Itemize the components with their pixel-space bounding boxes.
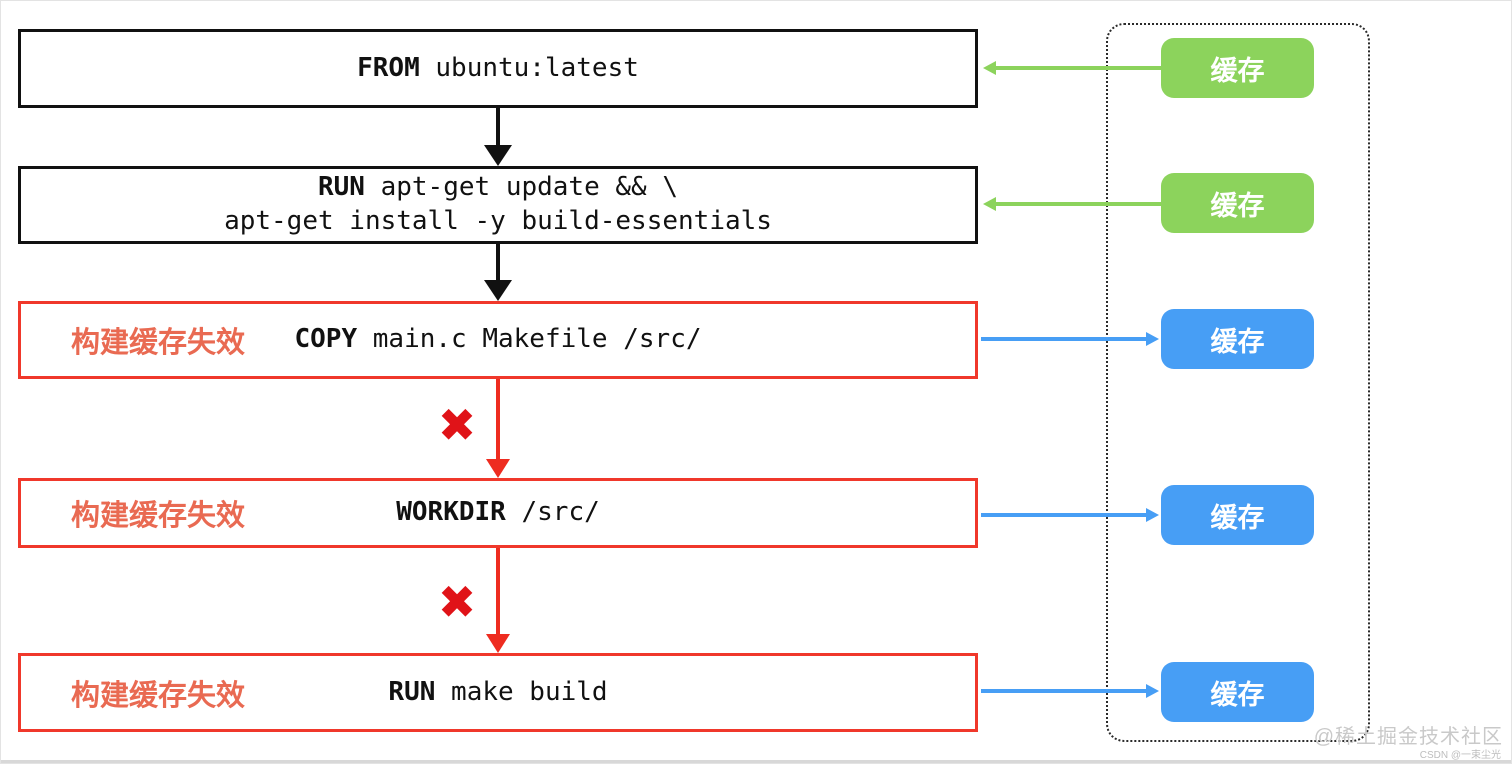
step-from: FROM ubuntu:latest [18,29,978,108]
cache-invalid-label: 构建缓存失效 [71,327,246,359]
arrow-head [486,459,510,478]
instruction-args: ubuntu:latest [419,52,639,83]
watermark-juejin: @稀土掘金技术社区 [1313,726,1503,748]
instruction-args: apt-get update && \ [364,172,679,203]
arrow-shaft [981,337,1148,341]
flow-arrow-down-invalid-icon [483,548,513,653]
cache-badge: 缓存 [1161,662,1314,722]
arrow-shaft [496,244,500,287]
bottom-edge-divider [1,760,1511,763]
cache-badge: 缓存 [1161,38,1314,98]
arrow-head [484,145,512,166]
instruction-keyword: WORKDIR [396,497,506,528]
cache-hit-arrow-left-icon [983,196,1161,212]
arrow-head [983,197,996,211]
cache-invalidated-x-icon: ✖ [437,398,477,452]
arrow-shaft [981,513,1148,517]
arrow-shaft [496,548,500,639]
instruction-args: /src/ [505,497,600,528]
arrow-head [1146,508,1159,522]
instruction-keyword: COPY [294,324,358,355]
instruction-text: RUN apt-get update && \ apt-get install … [224,171,772,239]
instruction-keyword: RUN [388,676,436,707]
cache-badge: 缓存 [1161,173,1314,233]
cache-invalid-label: 构建缓存失效 [71,679,246,712]
arrow-shaft [994,66,1161,70]
arrow-head [1146,684,1159,698]
cache-write-arrow-right-icon [981,331,1159,347]
step-run-make: 构建缓存失效 RUN make build [18,653,978,732]
instruction-keyword: FROM [357,52,420,83]
flow-arrow-down-invalid-icon [483,379,513,478]
cache-hit-arrow-left-icon [983,60,1161,76]
instruction-text: WORKDIR /src/ [396,496,600,530]
arrow-head [983,61,996,75]
step-run-apt: RUN apt-get update && \ apt-get install … [18,166,978,244]
step-workdir: 构建缓存失效 WORKDIR /src/ [18,478,978,548]
instruction-text: COPY main.c Makefile /src/ [295,323,702,357]
arrow-head [1146,332,1159,346]
instruction-args-line2: apt-get install -y build-essentials [224,206,772,236]
instruction-keyword: RUN [317,172,365,203]
flow-arrow-down-icon [483,108,513,166]
cache-invalidated-x-icon: ✖ [437,575,477,629]
instruction-args: main.c Makefile /src/ [357,324,702,355]
arrow-head [486,634,510,653]
instruction-args: make build [435,676,608,707]
arrow-shaft [496,108,500,152]
arrow-shaft [994,202,1161,206]
flow-arrow-down-icon [483,244,513,301]
cache-panel [1106,23,1370,742]
cache-write-arrow-right-icon [981,507,1159,523]
instruction-text: RUN make build [388,676,607,710]
step-copy: 构建缓存失效 COPY main.c Makefile /src/ [18,301,978,379]
arrow-shaft [981,689,1148,693]
cache-badge: 缓存 [1161,485,1314,545]
cache-write-arrow-right-icon [981,683,1159,699]
watermark-csdn: CSDN @一束尘光 [1419,750,1501,761]
cache-badge: 缓存 [1161,309,1314,369]
instruction-text: FROM ubuntu:latest [357,52,639,86]
arrow-head [484,280,512,301]
cache-invalid-label: 构建缓存失效 [71,500,246,532]
arrow-shaft [496,379,500,464]
